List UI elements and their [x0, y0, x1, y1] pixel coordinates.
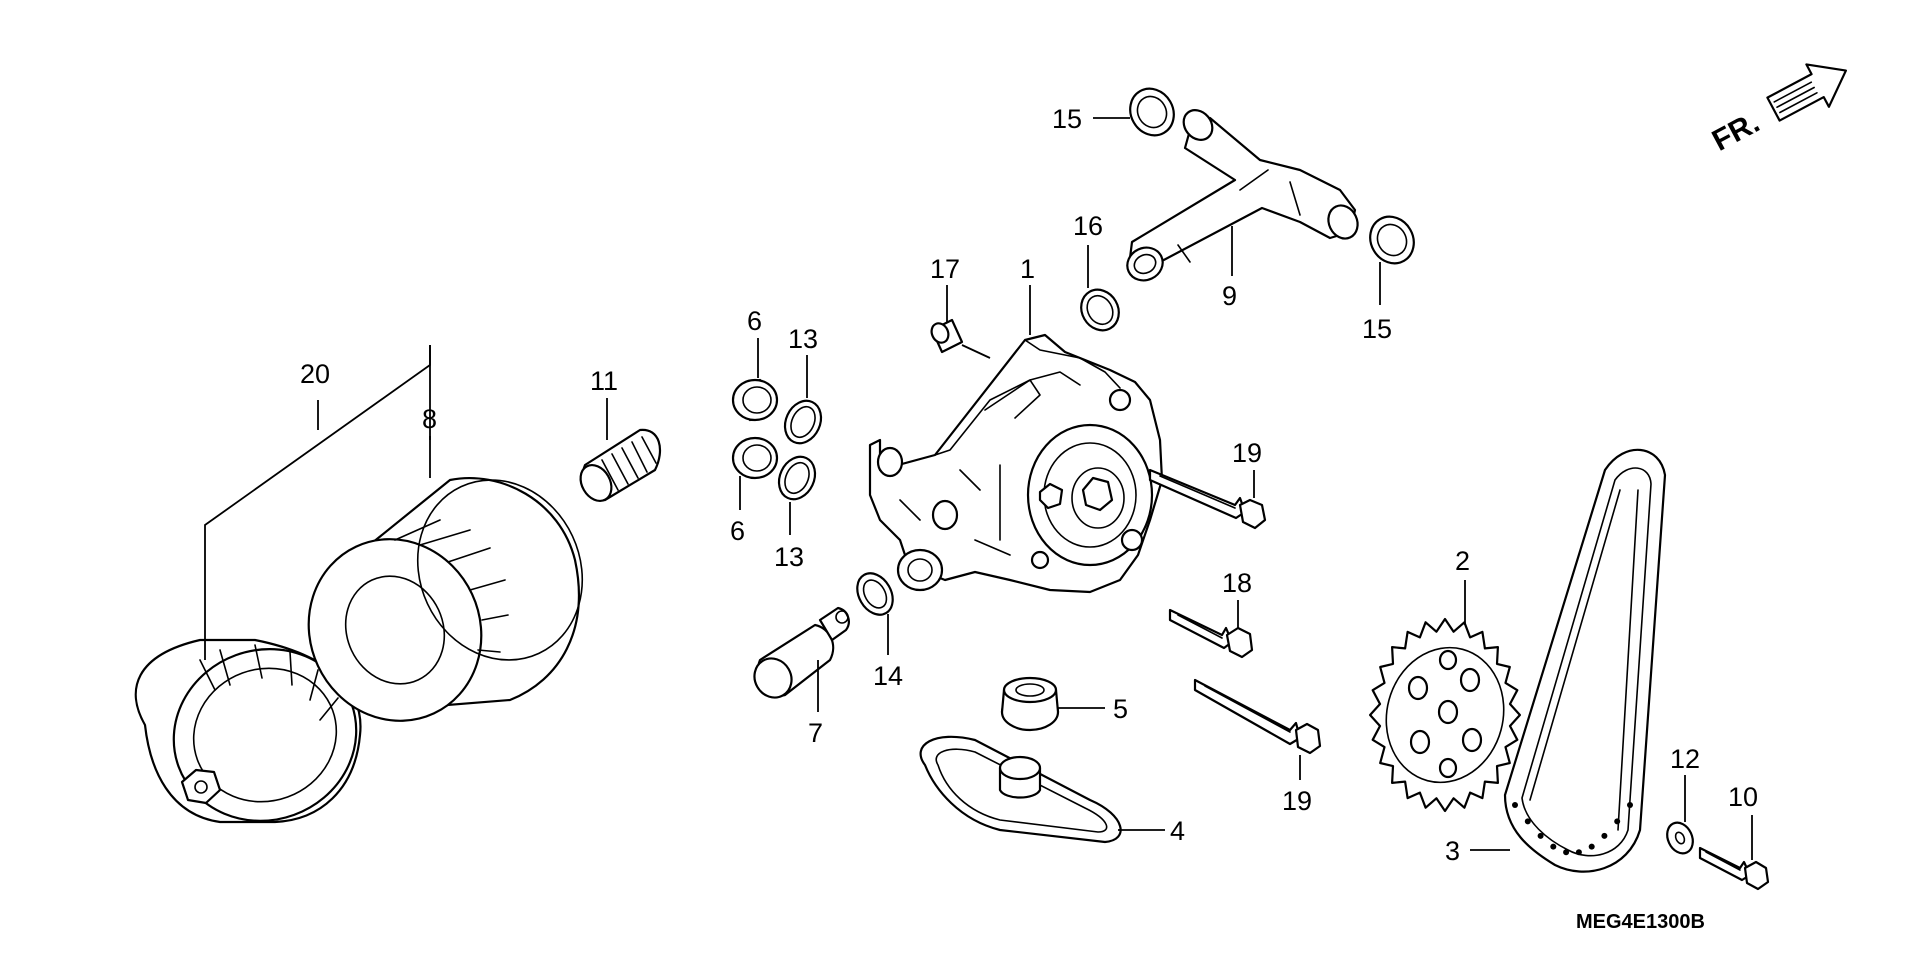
- callout-13-lower: 13: [774, 542, 804, 572]
- part-bolt-19-lower: [1193, 678, 1322, 755]
- part-seal-right: [1369, 215, 1415, 265]
- callout-9: 9: [1222, 281, 1237, 311]
- part-seal-upper: [1129, 87, 1175, 137]
- part-dowel-pin-upper: [731, 378, 779, 422]
- callout-16: 16: [1073, 211, 1103, 241]
- part-oil-filter-cartridge: [307, 477, 584, 722]
- callout-18: 18: [1222, 568, 1252, 598]
- callout-20-bracket: [204, 345, 431, 660]
- part-washer: [1666, 821, 1694, 855]
- part-oil-pump: [868, 333, 1164, 594]
- part-oil-strainer: [919, 735, 1122, 844]
- callout-7: 7: [808, 718, 823, 748]
- part-o-ring-lower: [777, 455, 817, 501]
- part-threaded-nipple: [579, 428, 662, 502]
- drawing-code: MEG4E1300B: [1576, 911, 1705, 933]
- part-bolt-19-upper: [1148, 468, 1267, 530]
- callout-4: 4: [1170, 816, 1185, 846]
- callout-20: 20: [300, 359, 330, 389]
- callout-8: 8: [422, 404, 437, 434]
- callout-2: 2: [1455, 546, 1470, 576]
- part-sprocket: [1368, 617, 1522, 813]
- callout-19-upper: 19: [1232, 438, 1262, 468]
- callout-17: 17: [930, 254, 960, 284]
- callout-19-lower: 19: [1282, 786, 1312, 816]
- filter-hex-nut-icon: [180, 768, 222, 805]
- part-oil-filter-cap: [134, 638, 362, 824]
- callout-14: 14: [873, 661, 903, 691]
- front-direction-indicator: FR.: [1707, 63, 1848, 158]
- part-o-ring-upper: [783, 399, 823, 445]
- callout-15-right: 15: [1362, 314, 1392, 344]
- callout-3: 3: [1445, 836, 1460, 866]
- callout-11: 11: [590, 366, 618, 396]
- part-relief-valve: [753, 606, 850, 699]
- part-bolt-18: [1168, 608, 1254, 659]
- callout-6-upper: 6: [747, 306, 762, 336]
- callout-6-lower: 6: [730, 516, 745, 546]
- callout-12: 12: [1670, 744, 1700, 774]
- part-grommet: [1000, 676, 1060, 732]
- part-o-ring-16: [1080, 288, 1120, 332]
- callout-1: 1: [1020, 254, 1035, 284]
- callout-15-upper: 15: [1052, 104, 1082, 134]
- part-dowel-17: [930, 318, 964, 354]
- callout-13-upper: 13: [788, 324, 818, 354]
- callout-5: 5: [1113, 694, 1128, 724]
- direction-label: FR.: [1707, 106, 1765, 158]
- part-bolt-10: [1698, 846, 1770, 891]
- part-t-joint-pipe: [1126, 109, 1359, 282]
- front-arrow-icon: [1766, 63, 1848, 122]
- part-drive-chain: [1503, 448, 1667, 873]
- part-dowel-pin-lower: [731, 436, 779, 480]
- part-o-ring-14: [856, 572, 894, 616]
- callout-10: 10: [1728, 782, 1758, 812]
